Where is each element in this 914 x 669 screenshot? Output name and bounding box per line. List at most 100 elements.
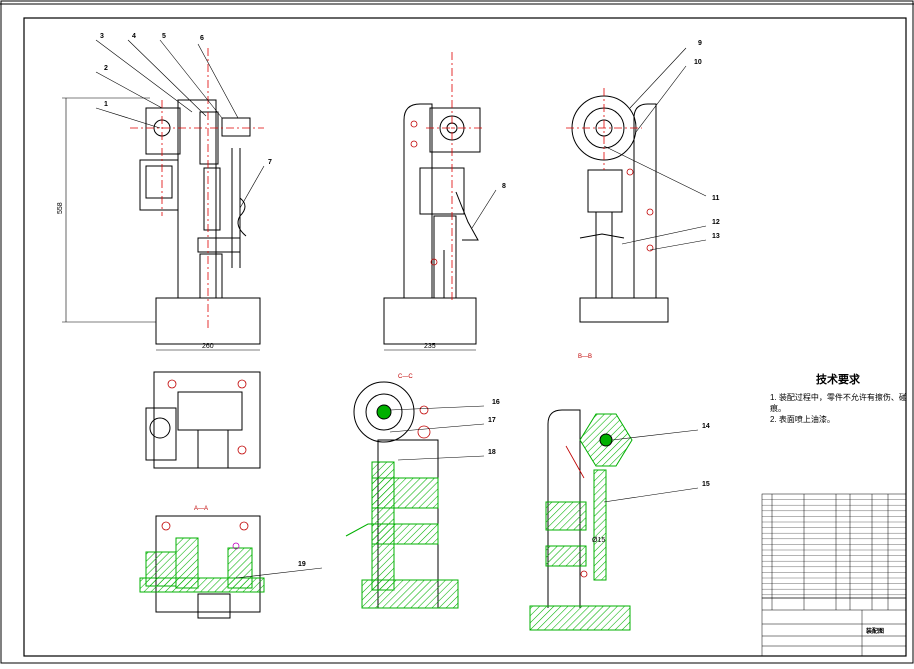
front-dimensions [62,97,476,351]
bb-hatch-mid [545,545,587,567]
bb-hatch-base [529,605,631,631]
top-gearbox [145,407,177,461]
callout-5: 5 [162,33,166,40]
top-block [177,391,243,431]
callout-11: 11 [712,195,720,202]
callout-18: 18 [488,449,496,456]
callout-12: 12 [712,219,720,226]
side-view-centerlines [426,52,484,300]
aa-lower-block [197,593,231,619]
leader-lines [95,39,707,579]
section-cc [345,381,459,609]
title-block-title: 装配图 [865,627,884,635]
rear-base [579,297,669,323]
leader-16 [389,405,485,411]
drawing-frame [23,17,907,657]
side-hole-3 [430,258,438,266]
tech-requirement-item: 2. 表面喷上油漆。 [770,415,835,424]
top-view [145,371,261,469]
cc-pulley-hub [376,404,392,420]
callout-13: 13 [712,233,720,240]
leader-18 [397,455,485,461]
section-bb [529,409,633,631]
bb-gear-hub [599,433,613,447]
rear-view [571,95,669,323]
bb-frame [547,409,581,608]
side-gearbox [429,107,481,153]
side-view [383,103,481,345]
cc-pulley-inner [365,393,403,431]
bb-hatch-top [545,501,587,531]
leader-5 [159,39,223,119]
section-aa [139,515,265,619]
top-hole-3 [237,445,247,455]
callout-7: 7 [268,159,272,166]
leader-1 [95,107,161,129]
leader-14 [611,429,699,441]
leader-11 [603,145,707,197]
rear-frame [633,103,657,299]
callout-10: 10 [694,59,702,66]
top-holes [167,379,247,455]
tech-requirements-title: 技术要求 [816,374,860,386]
rear-hole-2 [646,208,654,216]
tech-requirement-item: 1. 装配过程中，零件不允许有擦伤、碰痕。 [770,393,907,413]
front-clamp [197,237,241,253]
leader-4 [127,39,207,117]
front-shaft-block [199,111,219,165]
cc-pulley [353,381,415,443]
callout-1: 1 [104,101,108,108]
side-base [383,297,477,345]
leader-6 [197,43,239,119]
section-bb-label: B—B [578,354,592,360]
side-hole-1 [410,120,418,128]
bb-spindle [593,469,607,581]
side-holes [410,120,438,266]
front-column [177,99,217,299]
cc-tool [345,523,382,537]
cc-holes [417,405,431,439]
callout-numbers: 1 2 3 4 5 6 7 8 9 10 11 12 13 14 15 16 1… [100,33,720,568]
callout-16: 16 [492,399,500,406]
bb-details [565,445,588,578]
top-hole-1 [167,379,177,389]
aa-shaft [139,577,265,593]
rear-tool [579,233,625,239]
leader-9 [629,47,687,109]
parts-list [761,493,907,657]
front-slider [203,167,221,231]
rear-view-centerlines [566,88,642,170]
callout-2: 2 [104,65,108,72]
cc-hole-2 [417,425,431,439]
leader-15 [603,487,699,503]
callout-8: 8 [502,183,506,190]
leader-8 [471,189,497,229]
dim-diameter-text: Ø15 [592,537,605,544]
leader-12 [621,225,707,245]
side-motor [419,167,465,215]
aa-holes [161,521,249,550]
leader-19 [235,567,323,579]
front-view-centerlines [130,48,264,330]
rear-column [595,211,613,299]
front-view [139,99,261,345]
callout-4: 4 [132,33,136,40]
leader-2 [95,71,163,109]
callout-17: 17 [488,417,496,424]
parts-list-frame [761,493,907,599]
dim-height-text: 558 [57,202,64,214]
rear-hole-3 [646,244,654,252]
top-gear [149,417,171,439]
side-frame [403,103,433,299]
section-aa-label: A—A [194,506,208,512]
side-tool [455,191,479,241]
top-slide [197,429,229,469]
section-cc-label: C—C [398,374,413,380]
leader-7 [239,165,265,209]
front-head [221,117,251,137]
bb-hole-1 [580,570,588,578]
front-motor [139,159,179,211]
callout-19: 19 [298,561,306,568]
aa-hole-marker [232,542,240,550]
